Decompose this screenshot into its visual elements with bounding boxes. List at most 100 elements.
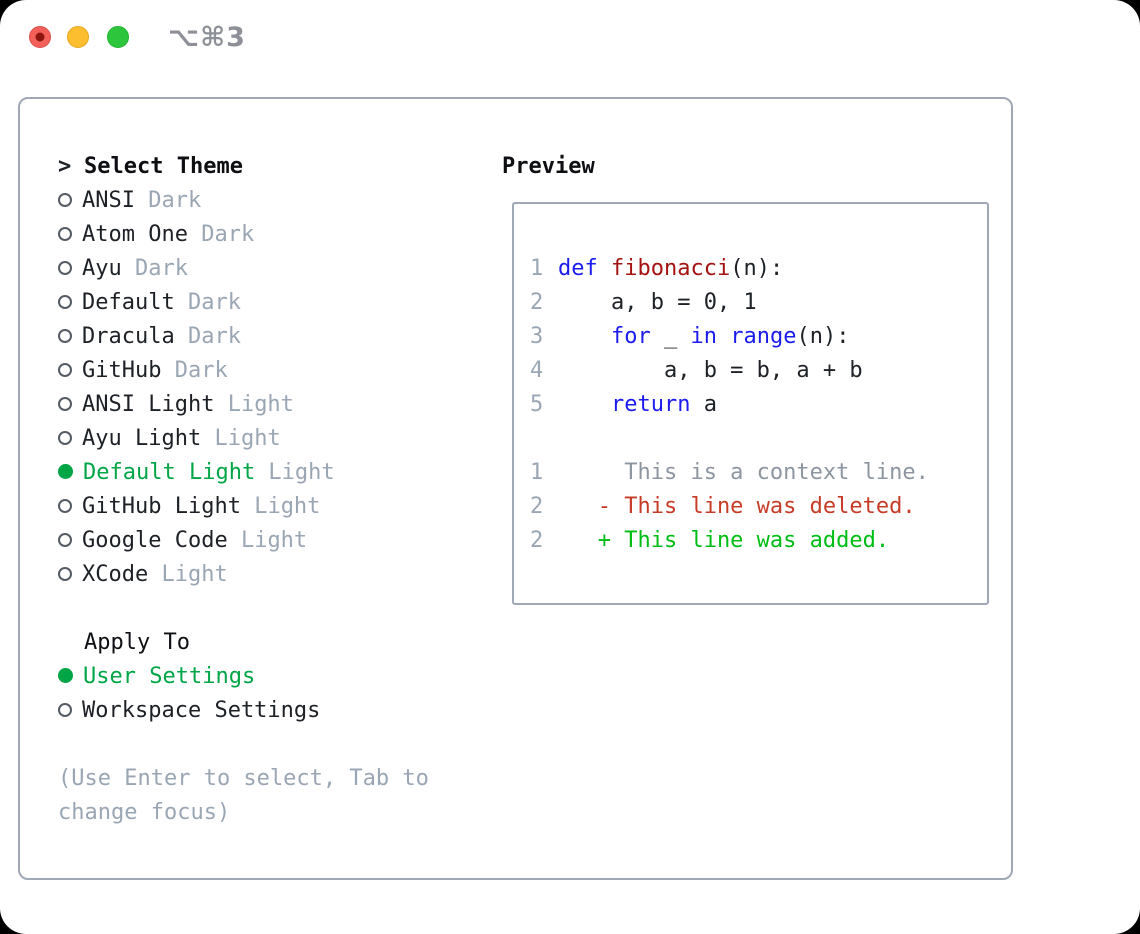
code-line: 4 a, b = b, a + b xyxy=(530,354,987,388)
theme-option-ansi[interactable]: ANSI Dark xyxy=(58,184,488,218)
line-number: 2 xyxy=(530,528,544,553)
theme-name: ANSI Light xyxy=(82,392,215,417)
code-token xyxy=(717,324,730,349)
code-token: _ xyxy=(650,324,691,349)
titlebar: ⌥⌘3 xyxy=(0,0,1140,76)
code-token: def xyxy=(558,256,598,281)
diff-preview: 1 This is a context line.2 - This line w… xyxy=(530,456,987,558)
code-token xyxy=(558,392,611,417)
maximize-button[interactable] xyxy=(107,26,129,48)
theme-variant: Light xyxy=(255,460,335,485)
diff-text: + This line was added. xyxy=(558,528,890,553)
theme-option-atom-one[interactable]: Atom One Dark xyxy=(58,218,488,252)
radio-selected-icon xyxy=(58,464,73,479)
radio-icon xyxy=(58,532,72,547)
line-number: 1 xyxy=(530,256,544,281)
code-token: (n): xyxy=(730,256,784,281)
theme-variant: Dark xyxy=(187,222,255,247)
theme-name: Atom One xyxy=(82,222,188,247)
line-number: 2 xyxy=(530,494,544,519)
focus-caret-icon: > xyxy=(58,154,72,179)
diff-line-added: 2 + This line was added. xyxy=(530,524,987,558)
theme-option-github[interactable]: GitHub Dark xyxy=(58,354,488,388)
apply-option-user-settings[interactable]: User Settings xyxy=(58,660,320,694)
code-token: for xyxy=(610,324,651,349)
keyboard-hint: (Use Enter to select, Tab to change focu… xyxy=(58,766,443,825)
radio-icon xyxy=(58,294,72,309)
radio-icon xyxy=(58,702,72,717)
theme-variant: Dark xyxy=(121,256,188,281)
code-token: in xyxy=(690,324,717,349)
apply-option-label: Workspace Settings xyxy=(82,698,321,723)
theme-option-google-code[interactable]: Google Code Light xyxy=(58,524,488,558)
theme-option-xcode[interactable]: XCode Light xyxy=(58,558,488,592)
theme-option-ayu-light[interactable]: Ayu Light Light xyxy=(58,422,488,456)
theme-variant: Light xyxy=(148,562,228,587)
radio-selected-icon xyxy=(58,668,73,683)
line-number: 4 xyxy=(530,358,544,383)
diff-text: - This line was deleted. xyxy=(558,494,916,519)
radio-icon xyxy=(58,430,72,445)
theme-variant: Dark xyxy=(161,358,228,383)
apply-to-title: Apply To xyxy=(84,630,190,655)
radio-icon xyxy=(58,566,72,581)
preview-title: Preview xyxy=(502,154,595,179)
radio-icon xyxy=(58,192,72,207)
code-token: range xyxy=(730,324,797,349)
theme-name: Default Light xyxy=(83,460,256,485)
theme-name: Default xyxy=(82,290,175,315)
window-title: ⌥⌘3 xyxy=(168,22,246,53)
close-button-dot xyxy=(35,32,45,42)
line-number: 2 xyxy=(530,290,544,315)
theme-name: Ayu Light xyxy=(82,426,202,451)
theme-name: Dracula xyxy=(82,324,175,349)
blank-line xyxy=(530,422,987,456)
theme-option-dracula[interactable]: Dracula Dark xyxy=(58,320,488,354)
theme-variant: Light xyxy=(201,426,281,451)
theme-name: GitHub Light xyxy=(82,494,241,519)
diff-line-context: 1 This is a context line. xyxy=(530,456,987,490)
minimize-button[interactable] xyxy=(67,26,89,48)
diff-text: This is a context line. xyxy=(558,460,929,485)
line-number: 5 xyxy=(530,392,544,417)
code-line: 3 for _ in range(n): xyxy=(530,320,987,354)
theme-option-default[interactable]: Default Dark xyxy=(58,286,488,320)
theme-list-header: > Select Theme xyxy=(58,150,488,184)
theme-variant: Dark xyxy=(174,290,241,315)
theme-variant: Light xyxy=(240,494,321,519)
theme-option-ansi-light[interactable]: ANSI Light Light xyxy=(58,388,488,422)
line-number: 3 xyxy=(530,324,544,349)
code-token: (n): xyxy=(796,324,850,349)
theme-name: Ayu xyxy=(82,256,122,281)
theme-variant: Dark xyxy=(174,324,241,349)
code-line: 2 a, b = 0, 1 xyxy=(530,286,987,320)
apply-option-label: User Settings xyxy=(83,664,256,689)
code-token xyxy=(598,256,611,281)
line-number: 1 xyxy=(530,460,544,485)
theme-option-github-light[interactable]: GitHub Light Light xyxy=(58,490,488,524)
radio-icon xyxy=(58,498,72,513)
theme-list-title: Select Theme xyxy=(84,154,243,179)
code-token: a xyxy=(690,392,717,417)
theme-variant: Light xyxy=(214,392,294,417)
diff-line-deleted: 2 - This line was deleted. xyxy=(530,490,987,524)
code-token: a, b = b, a + b xyxy=(558,358,863,383)
theme-name: Google Code xyxy=(82,528,228,553)
theme-name: GitHub xyxy=(82,358,162,383)
radio-icon xyxy=(58,396,72,411)
theme-option-ayu[interactable]: Ayu Dark xyxy=(58,252,488,286)
theme-name: ANSI xyxy=(82,188,135,213)
apply-option-workspace-settings[interactable]: Workspace Settings xyxy=(58,694,320,728)
radio-icon xyxy=(58,260,72,275)
theme-option-default-light[interactable]: Default Light Light xyxy=(58,456,488,490)
radio-icon xyxy=(58,328,72,343)
close-button[interactable] xyxy=(29,26,51,48)
